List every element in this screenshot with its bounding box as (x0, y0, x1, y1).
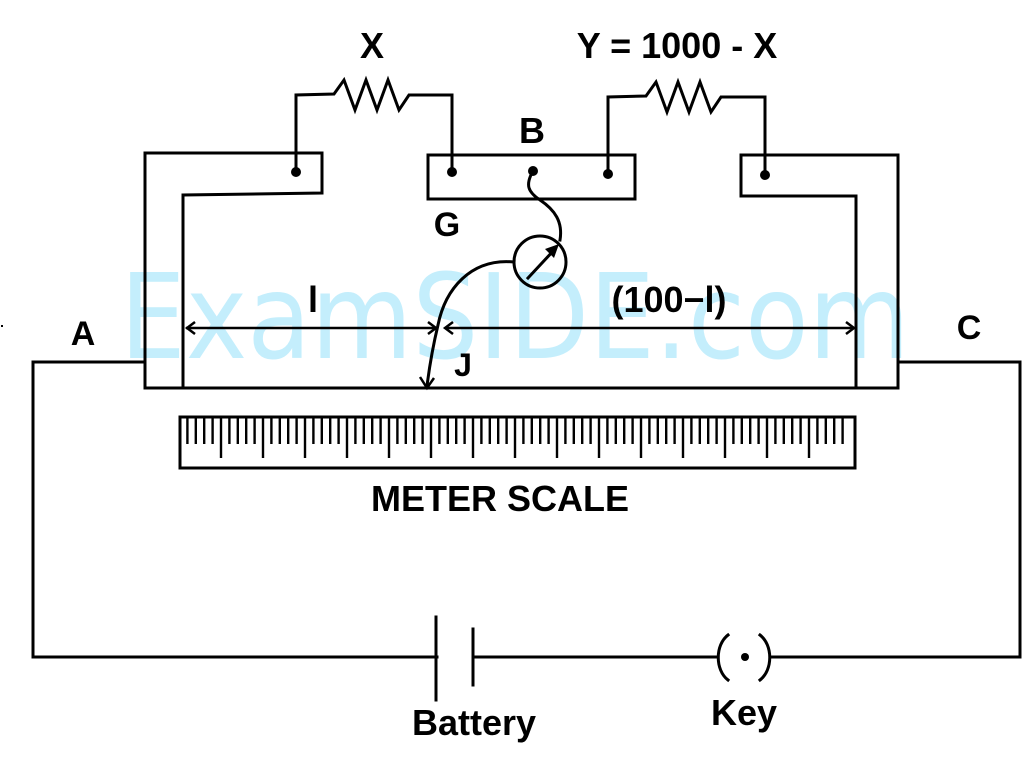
stray-dot (1, 325, 3, 327)
label-key: Key (711, 692, 777, 733)
key-left-paren (716, 632, 731, 683)
label-point-b: B (519, 110, 545, 151)
key-dot (741, 653, 749, 661)
label-resistor-x: X (360, 25, 384, 66)
jockey-arrowhead (418, 376, 436, 391)
meter-scale-ruler (178, 415, 857, 470)
right-copper-strip (739, 153, 900, 390)
length-l-arrowhead-left (184, 321, 196, 335)
label-point-c: C (957, 309, 982, 347)
label-battery: Battery (412, 702, 536, 743)
length-100-minus-l-arrowhead-right (845, 321, 857, 335)
meter-scale-ticks (186, 418, 844, 458)
left-copper-strip (143, 151, 324, 390)
label-length-100-minus-l: (100−l) (611, 279, 726, 320)
middle-copper-strip (426, 153, 637, 201)
length-l-arrowhead-right (427, 321, 439, 335)
wire-b-to-galvanometer (527, 168, 563, 242)
label-resistor-y: Y = 1000 - X (577, 25, 777, 66)
outer-circuit-wire (31, 360, 1022, 659)
galvanometer-arrowhead (545, 244, 559, 258)
label-jockey-j: J (454, 347, 472, 383)
key-right-paren (757, 632, 772, 683)
label-length-l: l (308, 279, 318, 320)
jockey-wire (425, 260, 516, 388)
label-meter-scale: METER SCALE (371, 478, 629, 519)
resistor-y (606, 77, 767, 177)
length-100-minus-l-arrowhead-left (442, 321, 454, 335)
resistor-x (294, 75, 454, 174)
label-galvanometer-g: G (434, 206, 460, 244)
label-point-a: A (71, 315, 96, 353)
